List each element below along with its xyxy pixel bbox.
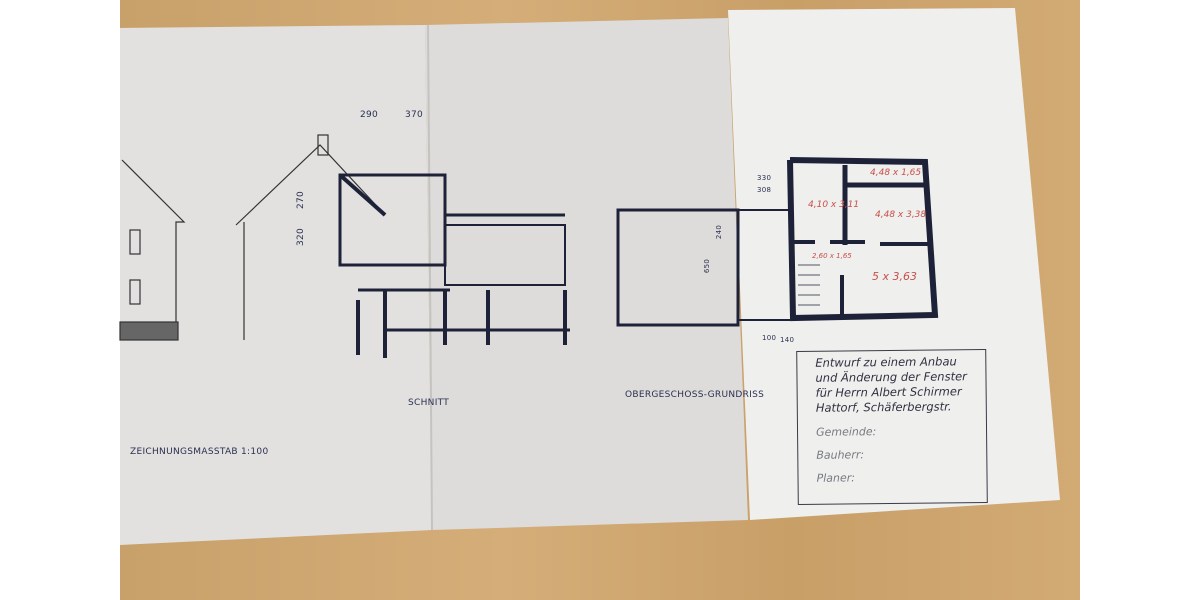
room-size-label: 4,48 x 3,38 <box>875 210 927 220</box>
title-line: Entwurf zu einem Anbau <box>815 354 957 370</box>
field-planer: Planer: <box>816 471 856 485</box>
field-bauherr: Bauherr: <box>816 448 865 462</box>
dimension-label: 330 <box>757 174 772 182</box>
dimension-label: 650 <box>703 258 712 274</box>
dimension-label: 320 <box>296 227 307 247</box>
elevation-drawing <box>119 134 386 341</box>
floorplan-label: OBERGESCHOSS-GRUNDRISS <box>625 390 765 400</box>
room-size-label: 4,10 x 3,11 <box>808 200 860 210</box>
title-line: für Herrn Albert Schirmer <box>815 384 962 400</box>
dimension-label: 240 <box>715 224 724 240</box>
room-size-label: 2,60 x 1,65 <box>812 252 852 260</box>
dimension-label: 140 <box>780 336 795 344</box>
title-line: Hattorf, Schäferbergstr. <box>815 399 952 415</box>
room-size-label: 5 x 3,63 <box>872 270 917 283</box>
paper-middle-panel <box>425 18 748 530</box>
dimension-label: 370 <box>405 110 424 120</box>
dimension-label: 308 <box>757 186 772 194</box>
scale-label: ZEICHNUNGSMASSTAB 1:100 <box>130 447 269 457</box>
floorplan-drawing <box>616 157 939 327</box>
title-block: Entwurf zu einem Anbau und Änderung der … <box>796 349 988 505</box>
section-label: SCHNITT <box>408 398 450 408</box>
field-gemeinde: Gemeinde: <box>815 425 877 439</box>
paper-right-panel <box>728 8 1060 520</box>
dimension-label: 290 <box>360 110 379 120</box>
paper-left-panel <box>120 25 432 545</box>
room-size-label: 4,48 x 1,65 <box>870 168 922 178</box>
dimension-label: 270 <box>296 190 307 210</box>
dimension-label: 100 <box>762 334 777 342</box>
section-drawing <box>338 173 570 358</box>
